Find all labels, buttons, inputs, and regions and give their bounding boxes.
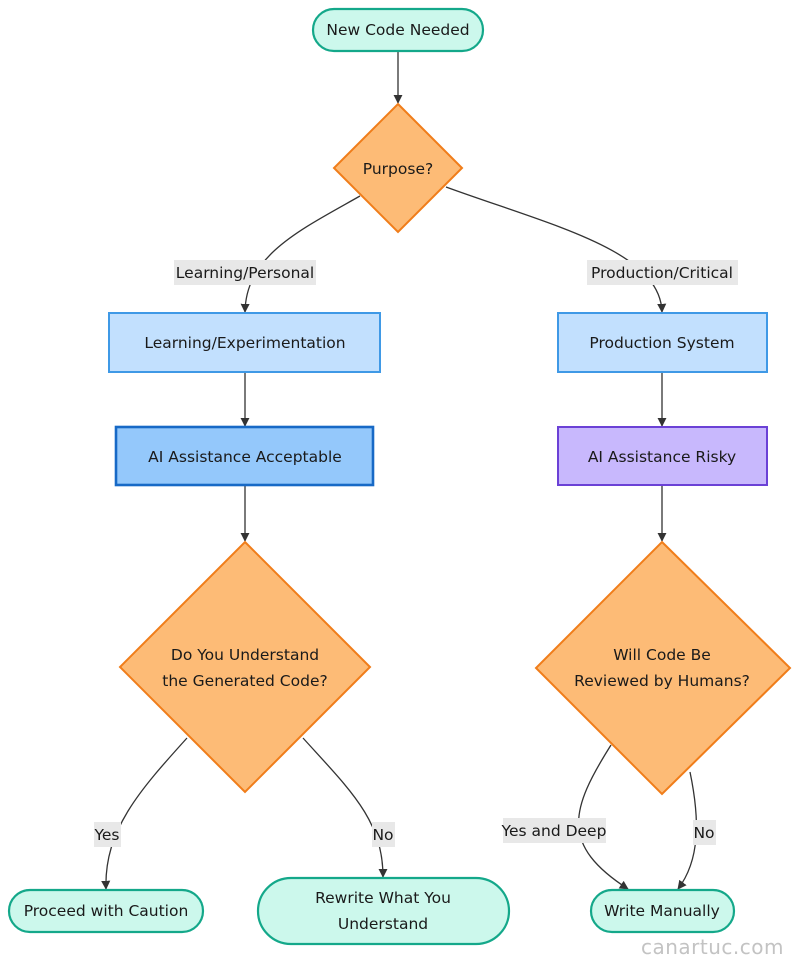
node-new-code-needed-shape (311, 7, 485, 53)
node-proceed-with-caution: Proceed with Caution (7, 888, 205, 934)
svg-text:No: No (693, 824, 714, 842)
node-purpose: Purpose? (332, 102, 464, 234)
svg-text:Yes: Yes (93, 826, 119, 844)
node-understand-generated-code: Do You Understand the Generated Code? (118, 540, 372, 794)
svg-text:No: No (372, 826, 393, 844)
svg-text:Yes and Deep: Yes and Deep (501, 822, 607, 840)
node-production-system: Production System (557, 312, 768, 373)
edge-label-yes: Yes (93, 822, 121, 847)
edge-label-no-right: No (693, 820, 716, 845)
node-rewrite-label-line1: Rewrite What You (315, 889, 451, 907)
edge-understand-to-proceed (101, 737, 188, 890)
node-write-manually-shape (589, 888, 736, 934)
node-proceed-with-caution-shape (7, 888, 205, 934)
node-write-manually-label: Write Manually (604, 902, 720, 920)
node-ai-assistance-acceptable: AI Assistance Acceptable (114, 425, 375, 487)
edge-purpose-to-learning (240, 195, 361, 313)
edge-label-learning-personal: Learning/Personal (174, 260, 316, 285)
node-learning-experimentation-label: Learning/Experimentation (144, 334, 345, 352)
svg-text:Production/Critical: Production/Critical (591, 264, 733, 282)
edge-label-yes-and-deep: Yes and Deep (501, 818, 607, 843)
node-rewrite-label-line2: Understand (338, 915, 428, 933)
node-production-system-shape (557, 312, 768, 373)
edge-label-production-critical: Production/Critical (587, 260, 738, 285)
svg-text:Learning/Personal: Learning/Personal (176, 264, 314, 282)
edge-label-no-left: No (372, 822, 395, 847)
node-proceed-with-caution-label: Proceed with Caution (24, 902, 189, 920)
node-new-code-needed-label: New Code Needed (326, 21, 469, 39)
edges (101, 52, 698, 890)
nodes: New Code Needed Purpose? Learning/Experi… (7, 7, 792, 946)
node-learning-experimentation-shape (108, 312, 381, 373)
node-production-system-label: Production System (589, 334, 734, 352)
node-new-code-needed: New Code Needed (311, 7, 485, 53)
node-reviewed-by-humans-shape (534, 540, 792, 796)
node-understand-generated-code-shape (118, 540, 372, 794)
edge-labels: Learning/Personal Production/Critical Ye… (93, 260, 738, 847)
node-ai-assistance-acceptable-shape (114, 425, 375, 487)
node-reviewed-label-line2: Reviewed by Humans? (574, 672, 750, 690)
node-reviewed-by-humans: Will Code Be Reviewed by Humans? (534, 540, 792, 796)
node-purpose-shape (332, 102, 464, 234)
node-learning-experimentation: Learning/Experimentation (108, 312, 381, 373)
node-write-manually: Write Manually (589, 888, 736, 934)
node-purpose-label: Purpose? (363, 160, 433, 178)
edge-understand-to-rewrite (302, 737, 388, 878)
watermark: canartuc.com (641, 935, 784, 959)
node-ai-assistance-risky: AI Assistance Risky (557, 426, 768, 486)
node-ai-assistance-risky-label: AI Assistance Risky (588, 448, 736, 466)
edge-purpose-to-production (445, 186, 667, 313)
edge-reviewed-to-write-manually-yes (577, 744, 629, 890)
node-ai-assistance-risky-shape (557, 426, 768, 486)
node-understand-label-line2: the Generated Code? (162, 672, 327, 690)
node-ai-assistance-acceptable-label: AI Assistance Acceptable (148, 448, 342, 466)
node-rewrite-what-you-understand: Rewrite What You Understand (256, 876, 511, 946)
node-reviewed-label-line1: Will Code Be (613, 646, 711, 664)
node-rewrite-what-you-understand-shape (256, 876, 511, 946)
node-understand-label-line1: Do You Understand (171, 646, 319, 664)
